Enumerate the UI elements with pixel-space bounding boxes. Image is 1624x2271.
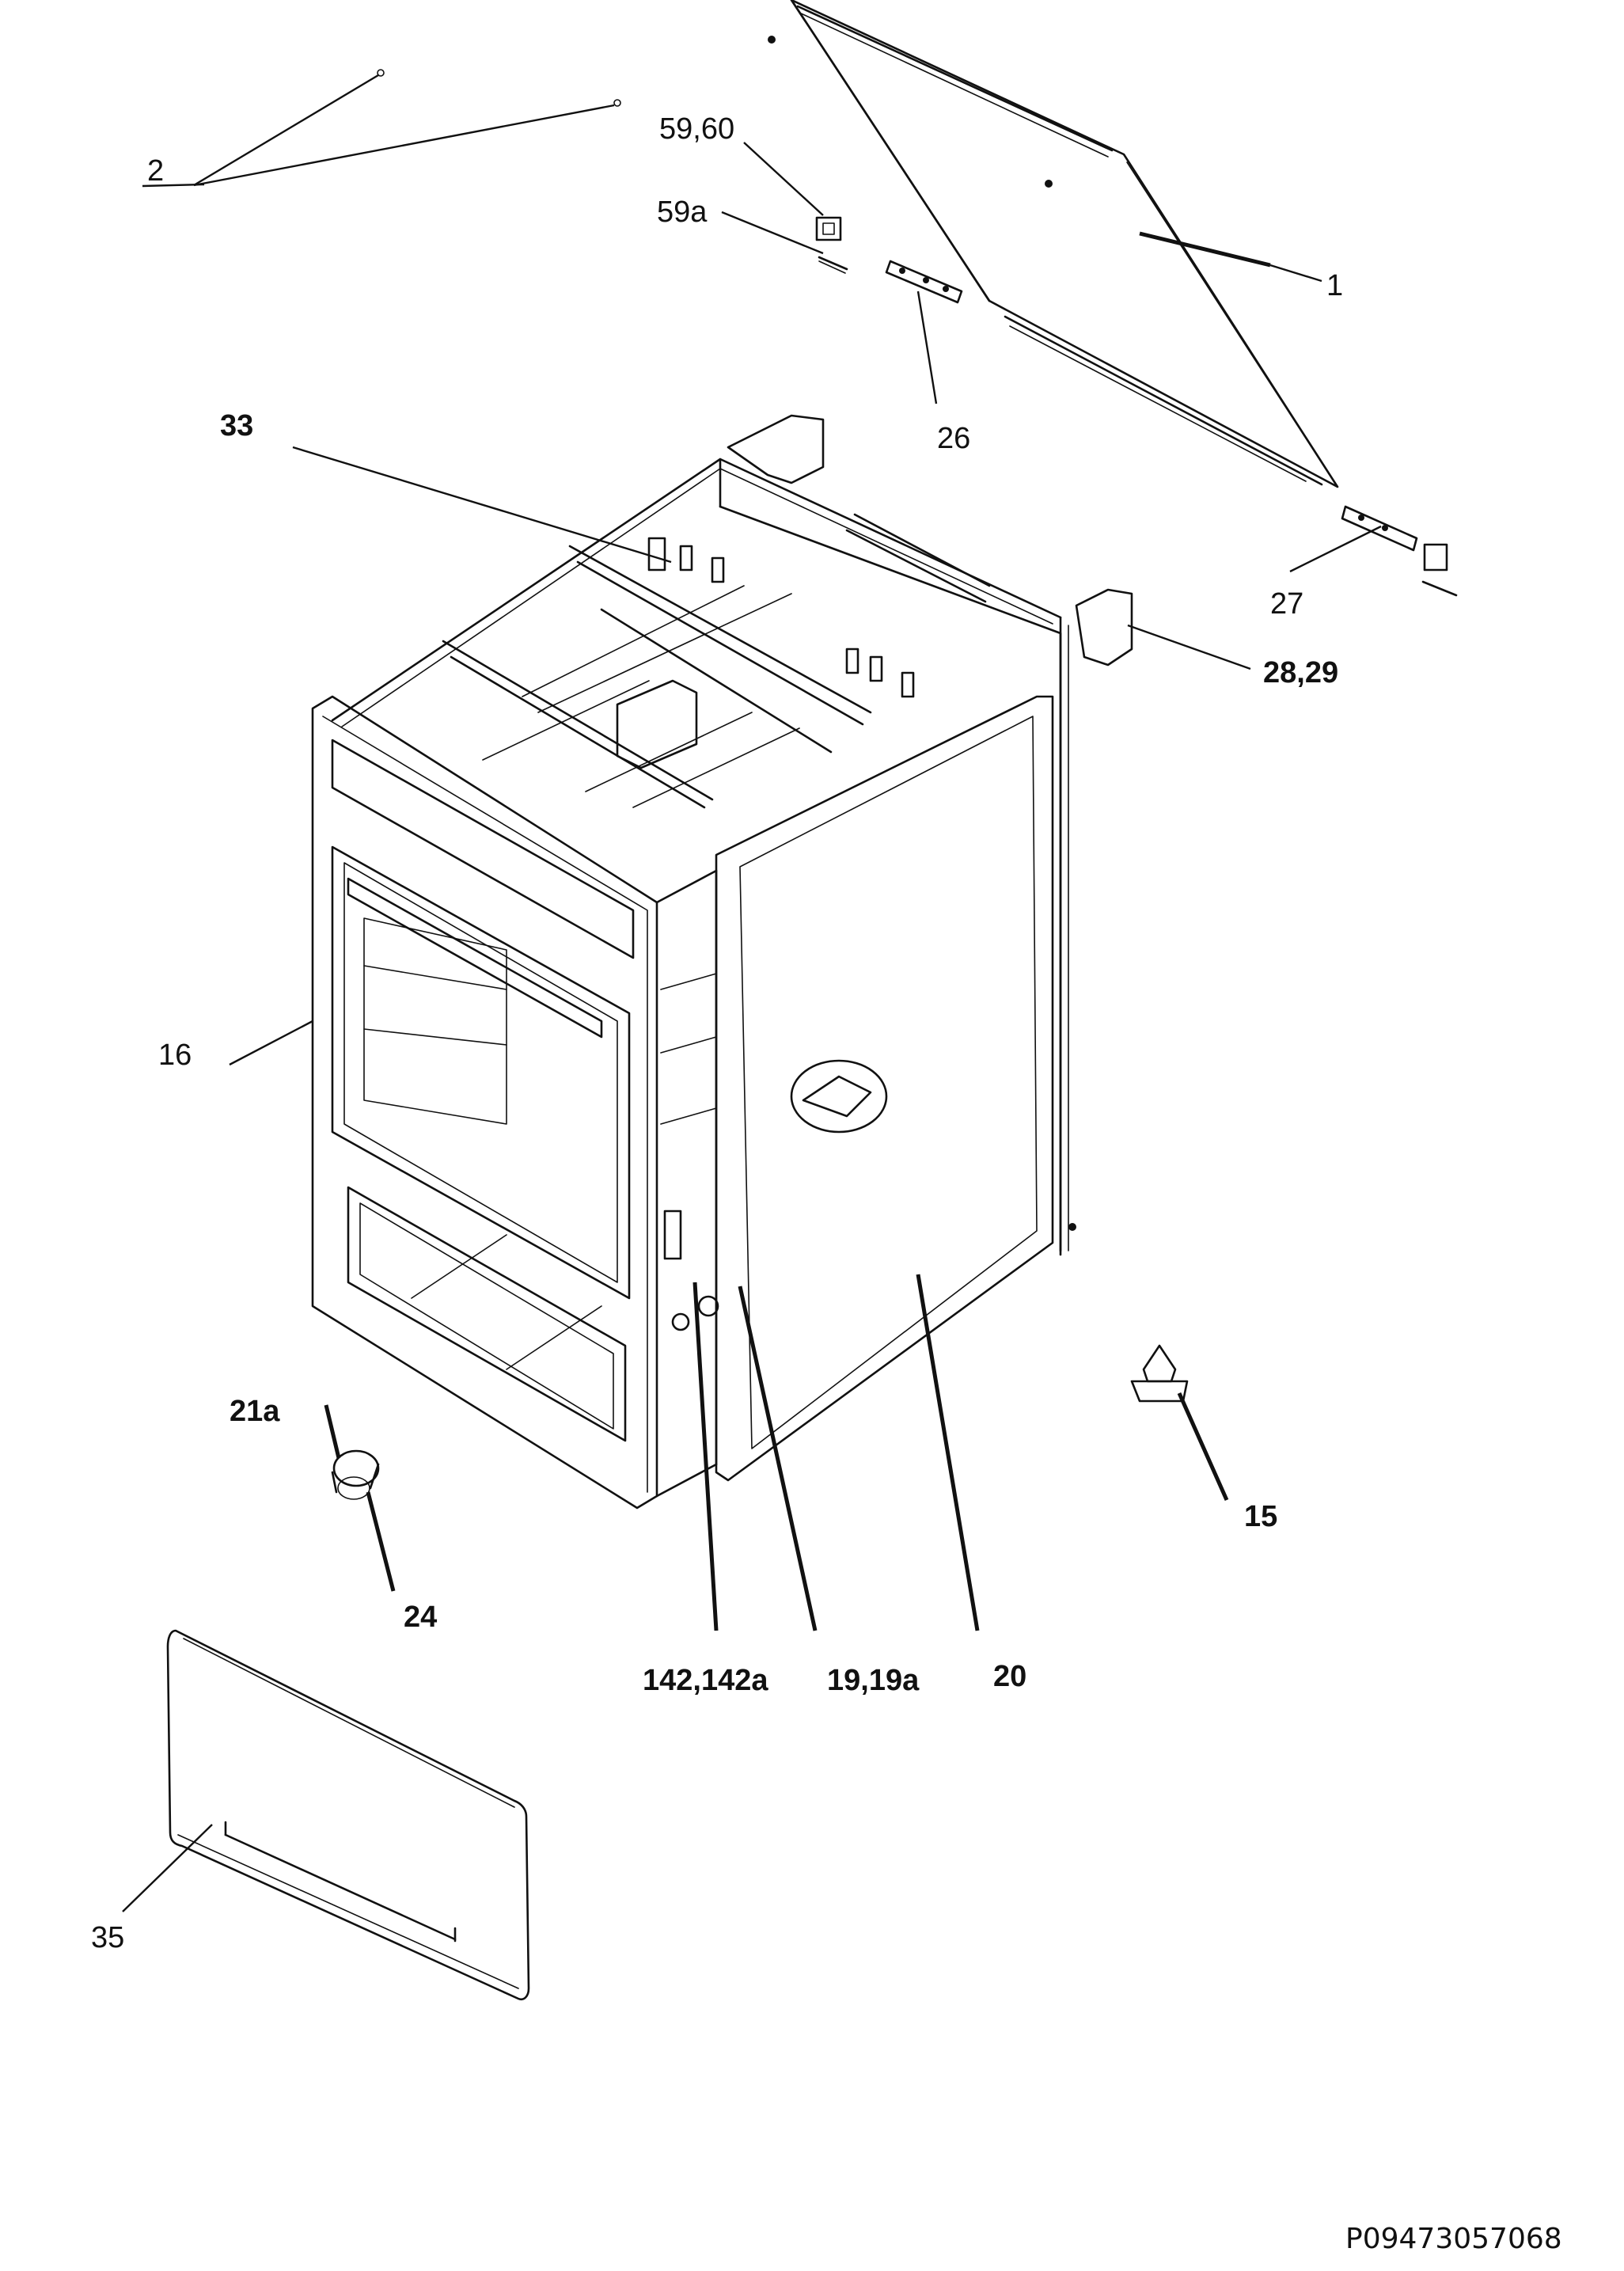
top-panel-part (768, 0, 1339, 488)
callout-labels: 2 59,60 59a 1 33 26 27 28,29 16 21a 15 2… (91, 112, 1562, 2255)
callout-2: 2 (147, 154, 164, 188)
callout-15: 15 (1244, 1500, 1277, 1533)
oven-housing (311, 414, 1133, 1510)
callout-27: 27 (1270, 587, 1303, 621)
foot-part (1130, 1344, 1189, 1403)
leader-lines (122, 74, 1382, 1912)
document-id: P09473057068 (1345, 2223, 1562, 2255)
callout-19: 19,19a (827, 1664, 920, 1697)
callout-21a: 21a (230, 1395, 280, 1428)
hinge-26-part (885, 260, 963, 304)
callout-142: 142,142a (643, 1664, 768, 1697)
callout-59a: 59a (657, 196, 708, 229)
bracket-59-part (815, 216, 848, 274)
drawer-panel-part (166, 1629, 530, 2001)
screws-part (377, 69, 621, 107)
callout-16: 16 (158, 1039, 192, 1072)
callout-35: 35 (91, 1921, 124, 1954)
callout-59-60: 59,60 (659, 112, 734, 146)
callout-20: 20 (993, 1660, 1026, 1693)
callout-1: 1 (1326, 269, 1343, 302)
knob-part (331, 1449, 380, 1500)
callout-28-29: 28,29 (1263, 656, 1338, 689)
hinge-27-part (1341, 505, 1458, 597)
callout-26: 26 (937, 422, 970, 455)
callout-33: 33 (220, 409, 253, 442)
callout-24: 24 (404, 1601, 437, 1634)
